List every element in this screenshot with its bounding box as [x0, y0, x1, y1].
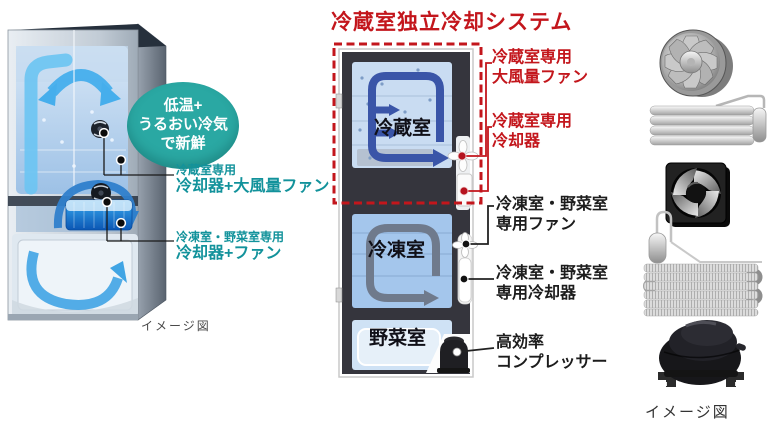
compressor-photo	[658, 320, 746, 387]
label-refrigerator-cooler: 冷蔵室専用 冷却器	[492, 112, 572, 152]
fridge-photo-cooler-freezer	[65, 199, 133, 231]
left-image-caption: イメージ図	[141, 319, 211, 333]
turbo-fan-photo	[659, 29, 733, 97]
left-callout-lines	[103, 133, 174, 242]
label-refrigerator-fan: 冷蔵室専用 大風量ファン	[492, 48, 588, 88]
label-line: 冷凍室・野菜室	[496, 265, 609, 282]
label-line: 高効率	[496, 334, 545, 351]
label-compressor: 高効率 コンプレッサー	[496, 333, 608, 373]
finned-cooler-photo	[649, 94, 767, 146]
fridge-cutaway-photo	[7, 23, 174, 321]
label-line: 冷凍室・野菜室	[496, 196, 609, 213]
annotation-freezer-cooler: 冷凍室・野菜室専用 冷却器+ファン	[176, 231, 284, 263]
label-line: 専用ファン	[496, 216, 577, 233]
badge-line-2: うるおい冷気	[137, 116, 228, 134]
independent-cooling-highlight-box	[332, 42, 483, 205]
label-freezer-fan: 冷凍室・野菜室 専用ファン	[496, 195, 608, 235]
badge-line-3: で新鮮	[160, 134, 206, 152]
airflow-arrow-left	[38, 83, 57, 106]
label-line: 大風量ファン	[492, 69, 589, 86]
diagram-callout-dots	[452, 151, 471, 357]
left-callout-dots	[98, 127, 127, 229]
compartment-freezer	[352, 214, 452, 308]
label-line: 冷蔵室専用	[492, 49, 573, 66]
badge-line-1: 低温+	[163, 97, 203, 115]
freshness-badge: 低温+ うるおい冷気 で新鮮	[127, 82, 239, 169]
square-fan-photo	[665, 162, 730, 227]
annotation-refrigerator-cooler: 冷蔵室専用 冷却器+大風量ファン	[176, 164, 329, 196]
annotation-line: 冷却器+ファン	[176, 245, 282, 262]
label-line: 冷蔵室専用	[492, 113, 573, 130]
annotation-line: 冷却器+大風量ファン	[176, 178, 330, 195]
refrigerator-airflow-loop	[368, 72, 449, 167]
label-line: 専用冷却器	[496, 285, 577, 302]
freezer-airflow-loop	[366, 224, 440, 306]
drawer-airflow-swirl	[26, 250, 123, 310]
right-image-caption: イメージ図	[645, 404, 730, 421]
label-line: 冷却器	[492, 133, 541, 150]
annotation-line: 冷凍室・野菜室専用	[176, 230, 285, 244]
compartment-refrigerator	[352, 62, 452, 168]
compartment-label-vegetable: 野菜室	[369, 328, 427, 349]
evaporator-rows	[643, 263, 763, 317]
compartment-vegetable	[352, 320, 452, 370]
square-fan-blades	[671, 168, 721, 218]
airflow-arrow-right	[100, 82, 121, 106]
airflow-band	[24, 53, 73, 195]
label-freezer-cooler: 冷凍室・野菜室 専用冷却器	[496, 264, 608, 304]
diagram-callout-lines	[456, 62, 495, 353]
compartment-label-freezer: 冷凍室	[368, 240, 426, 261]
annotation-line: 冷蔵室専用	[176, 163, 237, 177]
label-line: コンプレッサー	[496, 354, 608, 371]
diagram-title: 冷蔵室独立冷却システム	[331, 11, 573, 34]
compartment-label-refrigerator: 冷蔵室	[374, 118, 432, 139]
evaporator-coil-photo	[643, 210, 763, 317]
cooling-system-schematic	[332, 42, 495, 378]
